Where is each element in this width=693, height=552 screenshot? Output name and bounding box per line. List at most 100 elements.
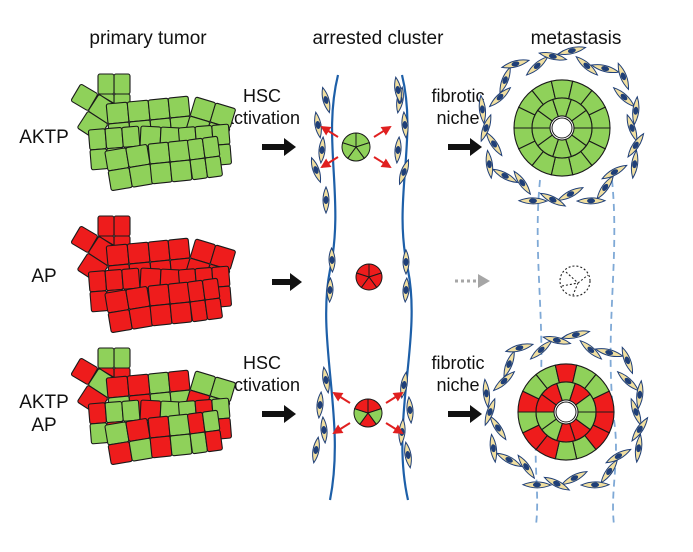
- tumor-cell: [107, 309, 133, 334]
- stromal-cell-nucleus: [321, 426, 327, 434]
- tumor-cell: [97, 215, 115, 237]
- stromal-cell-nucleus: [483, 389, 489, 398]
- stromal-cell-nucleus: [553, 480, 561, 487]
- metastasis-lumen: [555, 401, 577, 423]
- tumor-cell: [202, 409, 221, 433]
- stromal-cell-nucleus: [624, 377, 632, 385]
- stromal-cell-nucleus: [571, 332, 580, 338]
- tumor-cell: [204, 429, 223, 453]
- metastasis-stromal-cell: [575, 55, 599, 76]
- metastasis-stromal-cell: [600, 164, 628, 180]
- tumor-cell: [167, 237, 191, 261]
- primary-tumor-ap: [70, 215, 236, 334]
- tumor-cell: [104, 269, 124, 292]
- primary-tumor-mixed: [70, 347, 236, 466]
- failed-cluster-circle: [559, 265, 591, 297]
- stromal-cell-nucleus: [632, 160, 638, 169]
- cluster-cell: [356, 263, 370, 278]
- metastasis-mixed: [517, 363, 615, 461]
- tumor-cell: [107, 167, 133, 192]
- metastasis-stromal-cell: [521, 481, 553, 489]
- stromal-cell-layer: [310, 46, 649, 491]
- failed-cluster-internal-lines: [561, 271, 589, 296]
- metastasis-stromal-cell: [539, 192, 567, 207]
- stromal-cell-nucleus: [632, 141, 639, 149]
- tumor-cell: [147, 239, 171, 263]
- tumor-cell: [149, 161, 173, 185]
- stromal-cell-nucleus: [327, 286, 333, 294]
- activation-arrow: [320, 125, 339, 138]
- stromal-cell-nucleus: [633, 408, 639, 416]
- stromal-cell-nucleus: [636, 444, 642, 453]
- tumor-cell: [128, 437, 154, 462]
- activation-arrows-row1: [320, 125, 392, 169]
- tumor-cell: [167, 369, 191, 393]
- stromal-cell-nucleus: [317, 401, 323, 409]
- stromal-cell-nucleus: [637, 390, 643, 399]
- metastasis-stromal-cell: [517, 454, 536, 480]
- tumor-cell: [147, 97, 171, 121]
- stromal-cell-nucleus: [570, 475, 579, 481]
- arrested-cluster-ap: [355, 263, 383, 291]
- hsc-activation-label-row1-line1: HSC: [243, 86, 281, 106]
- stromal-cell: [310, 156, 322, 184]
- stromal-cell-nucleus: [402, 121, 408, 129]
- metastasis-stromal-cell: [541, 336, 572, 345]
- metastasis-tumor-cell: [570, 109, 593, 129]
- metastasis-stromal-cell: [596, 174, 615, 200]
- stromal-cell-nucleus: [501, 173, 509, 179]
- metastasis-stromal-cell: [557, 46, 587, 55]
- metastasis-stromal-cell: [482, 378, 491, 409]
- tumor-cell: [128, 163, 154, 188]
- tumor-cell: [149, 303, 173, 327]
- stromal-cell-nucleus: [491, 140, 498, 148]
- progression-arrows: [262, 138, 482, 423]
- tumor-cell: [126, 373, 151, 397]
- column-header-arrested-cluster: arrested cluster: [313, 28, 445, 49]
- tumor-cell: [87, 270, 107, 293]
- tumor-cell: [113, 215, 131, 237]
- stromal-cell-nucleus: [532, 482, 541, 488]
- faded-arrow-row2: [455, 274, 490, 288]
- stromal-cell: [312, 436, 320, 464]
- fibrotic-niche-label-row1-line2: niche: [436, 108, 479, 128]
- metastasis-stromal-cell: [492, 370, 516, 392]
- metastasis-stromal-cell: [543, 476, 571, 491]
- stromal-cell-nucleus: [323, 96, 329, 104]
- metastasis-stromal-cell: [579, 339, 603, 360]
- stromal-cell-nucleus: [483, 124, 489, 132]
- metastasis-stromal-cell: [612, 86, 636, 108]
- stromal-cell: [320, 415, 328, 445]
- stromal-cell-nucleus: [636, 425, 643, 433]
- metastasis-lumen: [551, 117, 573, 139]
- metastasis-stromal-cell: [636, 379, 644, 410]
- stromal-cell-nucleus: [549, 196, 557, 203]
- stromal-cell-nucleus: [403, 258, 409, 266]
- metastasis-stromal-cell: [478, 94, 487, 125]
- stromal-cell-nucleus: [629, 124, 635, 132]
- stromal-cell: [326, 276, 334, 304]
- metastasis-stromal-cell: [489, 433, 498, 464]
- tumor-cell: [125, 286, 151, 310]
- metastasis-stromal-cell: [488, 86, 512, 108]
- tumor-cell: [149, 435, 173, 459]
- tumor-cell: [128, 305, 154, 330]
- stromal-cell-nucleus: [548, 53, 557, 59]
- stromal-cell-nucleus: [587, 198, 596, 204]
- metastasis-stromal-cell: [634, 433, 643, 464]
- tumor-cell: [104, 147, 130, 172]
- activation-arrow: [332, 422, 351, 435]
- metastasis-stromal-cell: [631, 416, 649, 442]
- tumor-cell: [104, 421, 130, 446]
- metastasis-stromal-cell: [616, 370, 640, 392]
- stromal-cell-nucleus: [313, 446, 319, 454]
- faded-arrow-head: [478, 274, 490, 288]
- metastasis-stromal-cell: [500, 59, 531, 69]
- tumor-cell: [87, 128, 107, 151]
- stromal-cell-nucleus: [479, 105, 485, 114]
- stromal-cell-nucleus: [313, 166, 319, 174]
- failed-cluster-outline: [559, 265, 591, 297]
- metastasis-aktp: [513, 79, 611, 177]
- tumor-cell: [104, 289, 130, 314]
- row-label-aktp-ap-line1: AKTP: [19, 392, 69, 413]
